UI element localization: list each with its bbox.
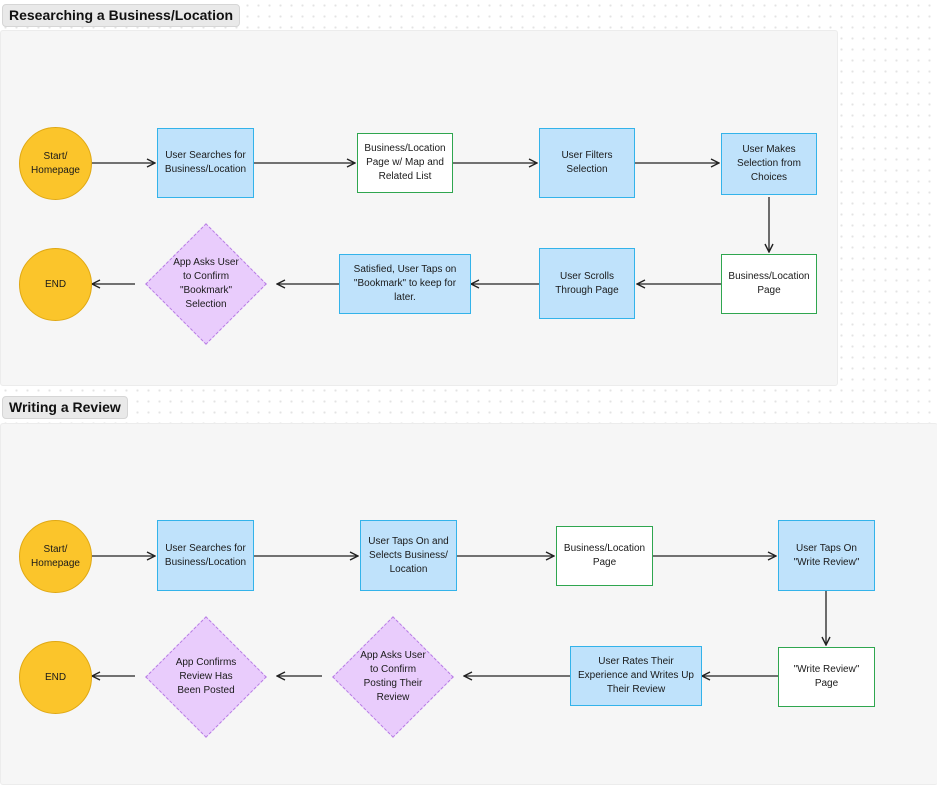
- process-scroll[interactable]: User Scrolls Through Page: [539, 248, 635, 319]
- start-node[interactable]: Start/ Homepage: [19, 127, 92, 200]
- decision-review-posted[interactable]: App Confirms Review Has Been Posted: [135, 615, 277, 739]
- section-title-review[interactable]: Writing a Review: [2, 396, 128, 419]
- end-node[interactable]: END: [19, 248, 92, 321]
- decision-confirm-bookmark[interactable]: App Asks User to Confirm "Bookmark" Sele…: [135, 222, 277, 346]
- end-node[interactable]: END: [19, 641, 92, 714]
- process-bookmark[interactable]: Satisfied, User Taps on "Bookmark" to ke…: [339, 254, 471, 314]
- process-tap-write-review[interactable]: User Taps On "Write Review": [778, 520, 875, 591]
- decision-confirm-posting[interactable]: App Asks User to Confirm Posting Their R…: [322, 615, 464, 739]
- process-filter[interactable]: User Filters Selection: [539, 128, 635, 198]
- process-search[interactable]: User Searches for Business/Location: [157, 520, 254, 591]
- process-select-business[interactable]: User Taps On and Selects Business/ Locat…: [360, 520, 457, 591]
- process-select-choice[interactable]: User Makes Selection from Choices: [721, 133, 817, 195]
- section-title-research[interactable]: Researching a Business/Location: [2, 4, 241, 27]
- page-write-review[interactable]: "Write Review" Page: [778, 647, 875, 707]
- page-business[interactable]: Business/Location Page: [721, 254, 817, 314]
- page-business-map[interactable]: Business/Location Page w/ Map and Relate…: [357, 133, 453, 193]
- page-business[interactable]: Business/Location Page: [556, 526, 653, 586]
- start-node[interactable]: Start/ Homepage: [19, 520, 92, 593]
- process-search[interactable]: User Searches for Business/Location: [157, 128, 254, 198]
- process-rate-review[interactable]: User Rates Their Experience and Writes U…: [570, 646, 702, 706]
